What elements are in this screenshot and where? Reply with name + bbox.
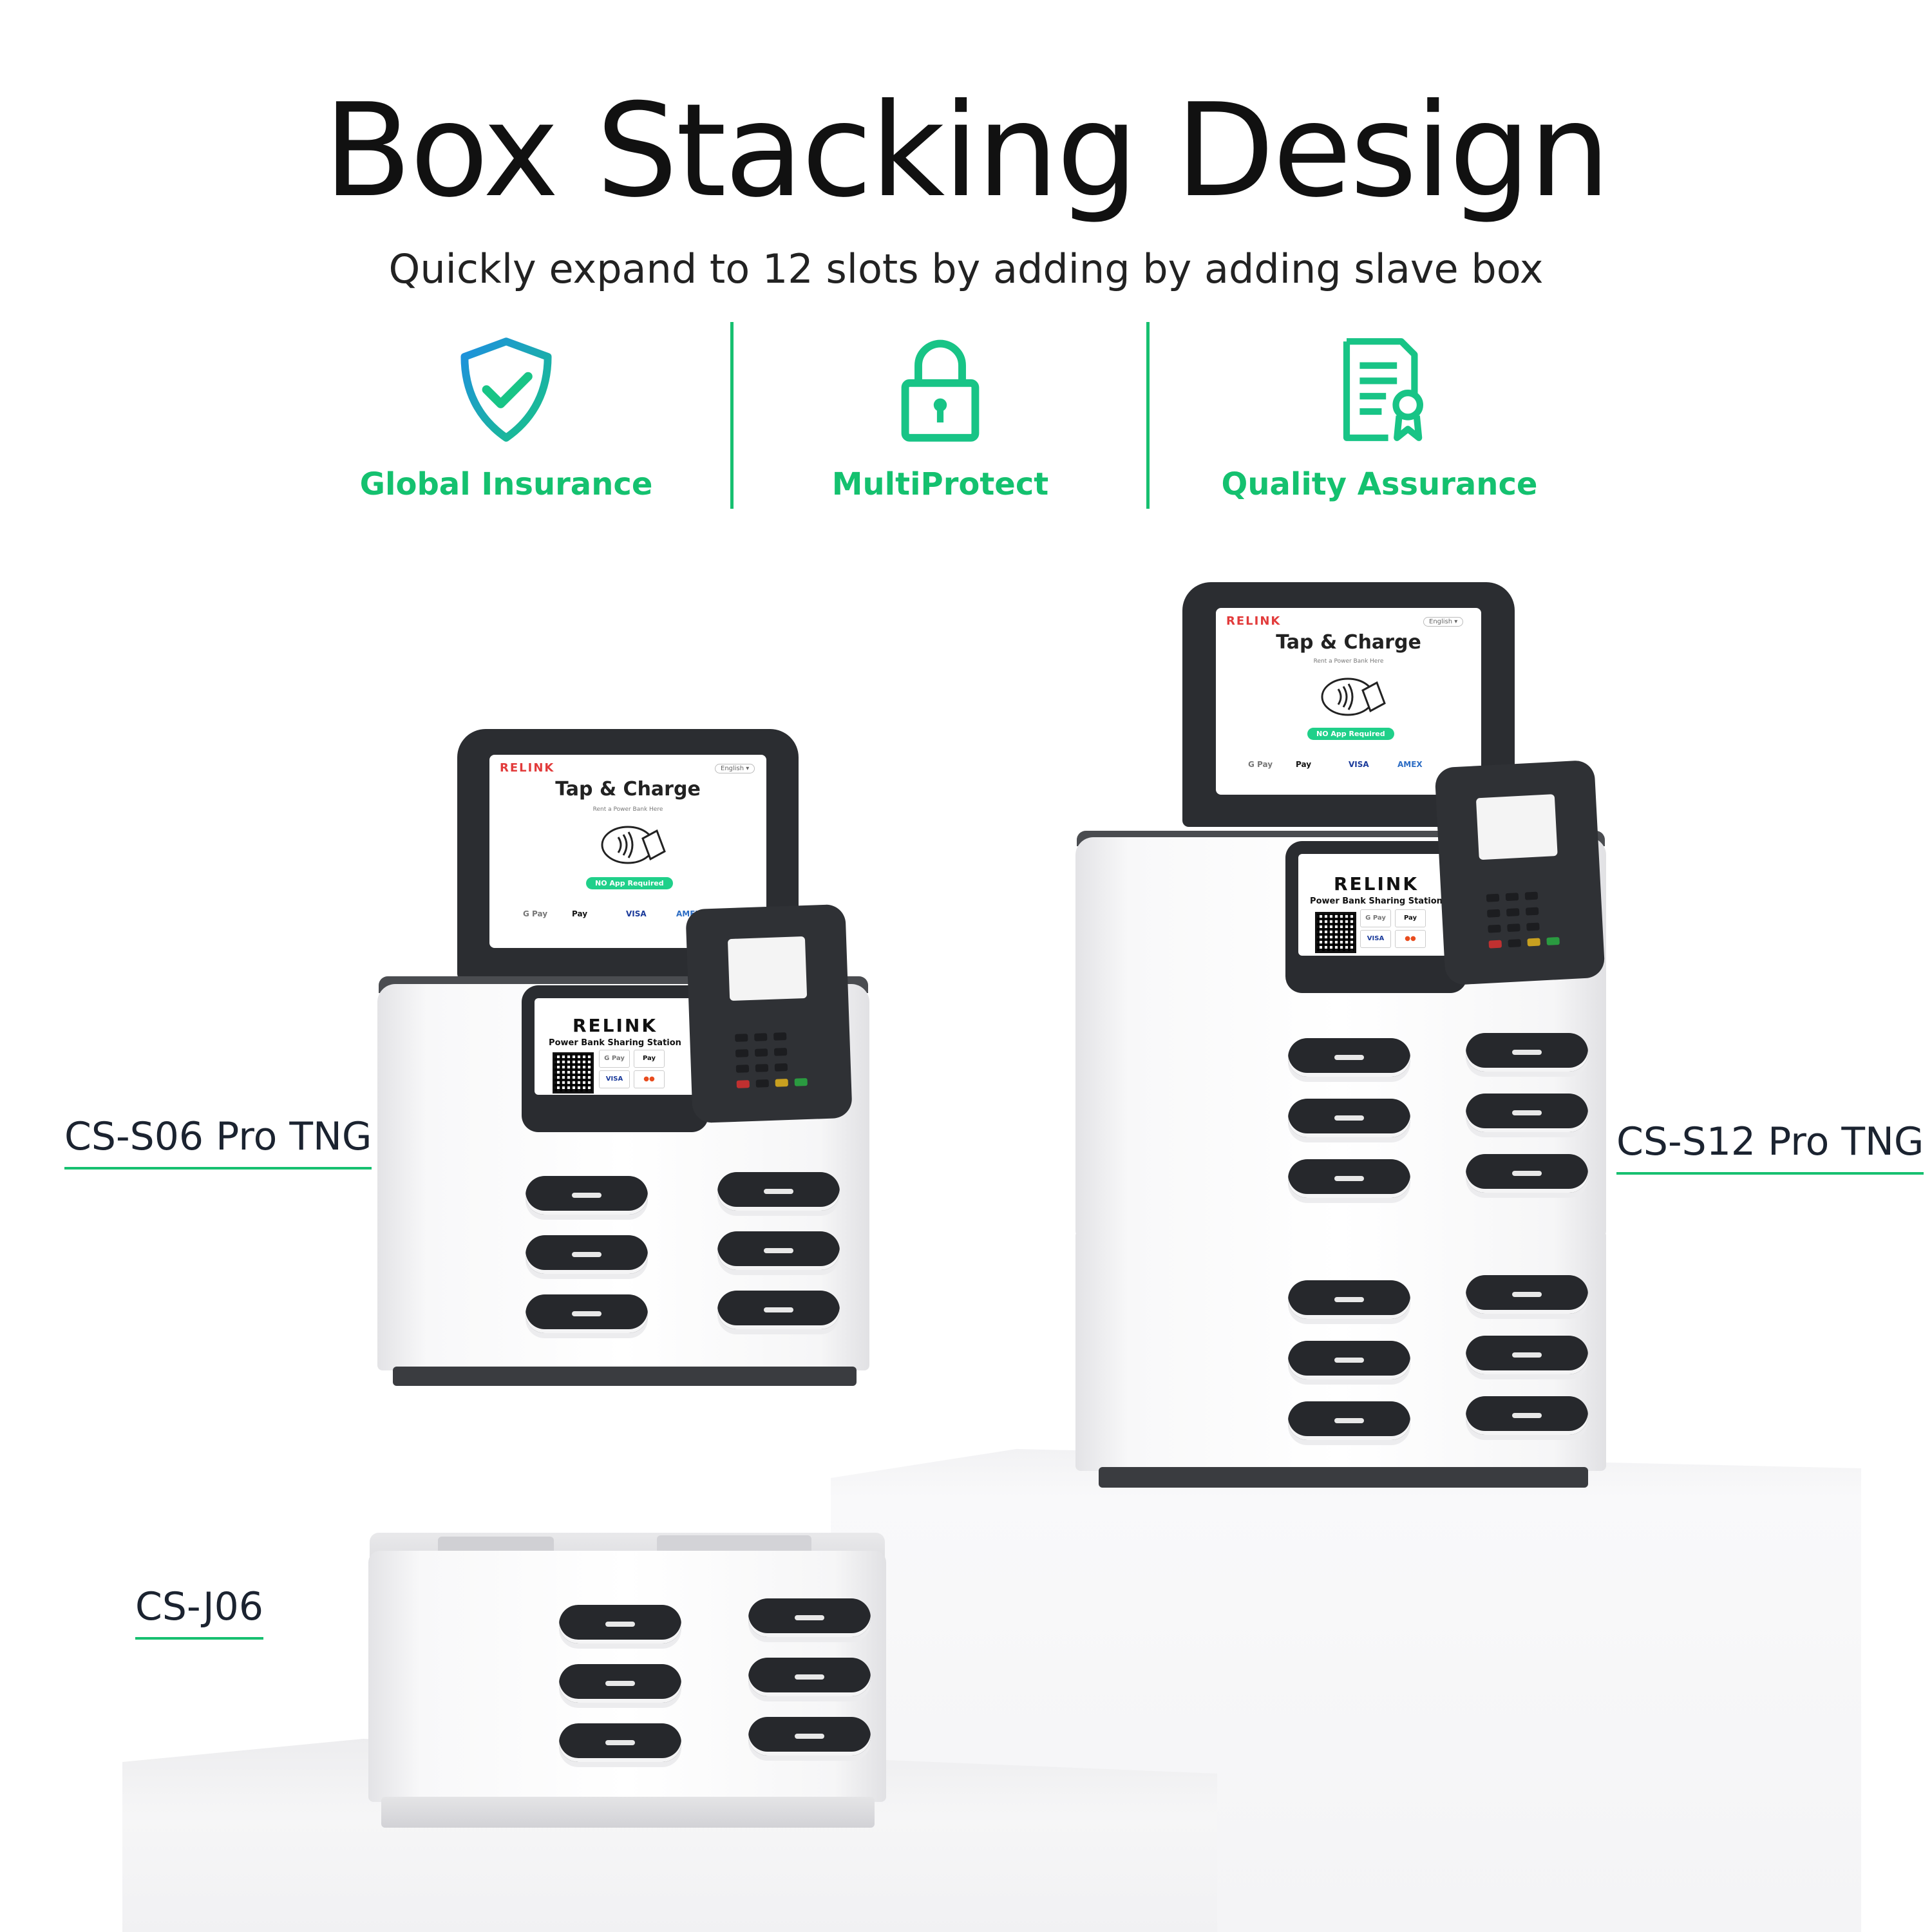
page-title: Box Stacking Design bbox=[323, 76, 1610, 226]
gpay-logo: G Pay bbox=[1248, 760, 1273, 769]
applepay-logo: Pay bbox=[1296, 760, 1312, 769]
model-label-cs-s12: CS-S12 Pro TNG bbox=[1616, 1118, 1924, 1175]
feature-label: MultiProtect bbox=[831, 466, 1049, 502]
power-bank-slot[interactable] bbox=[748, 1658, 871, 1696]
gpay-chip: G Pay bbox=[1360, 909, 1391, 927]
feature-multiprotect: MultiProtect bbox=[760, 335, 1121, 528]
card-terminal[interactable] bbox=[685, 904, 853, 1124]
mastercard-chip: ●● bbox=[1395, 930, 1426, 948]
power-bank-slot[interactable] bbox=[717, 1231, 840, 1270]
front-subtitle: Power Bank Sharing Station bbox=[1310, 896, 1443, 906]
terminal-screen bbox=[727, 936, 808, 1001]
screen-subtitle: Rent a Power Bank Here bbox=[1313, 658, 1384, 665]
box-base bbox=[1099, 1467, 1588, 1488]
no-app-badge: NO App Required bbox=[586, 877, 673, 889]
visa-chip: VISA bbox=[1360, 930, 1391, 948]
screen-brand: RELINK bbox=[500, 761, 555, 775]
language-select[interactable]: English ▾ bbox=[1423, 617, 1464, 627]
power-bank-slot[interactable] bbox=[1466, 1396, 1588, 1435]
divider bbox=[1146, 322, 1150, 509]
model-label-cs-s06: CS-S06 Pro TNG bbox=[64, 1113, 372, 1170]
certificate-icon bbox=[1343, 338, 1423, 441]
feature-quality-assurance: Quality Assurance bbox=[1199, 335, 1560, 528]
tap-card-icon bbox=[1321, 677, 1386, 716]
front-brand: RELINK bbox=[1333, 873, 1419, 895]
gpay-chip: G Pay bbox=[599, 1050, 630, 1068]
screen-title: Tap & Charge bbox=[555, 778, 701, 800]
power-bank-slot[interactable] bbox=[1466, 1275, 1588, 1314]
screen-brand: RELINK bbox=[1226, 614, 1282, 628]
amex-logo: AMEX bbox=[1397, 760, 1423, 769]
power-bank-slot[interactable] bbox=[526, 1235, 648, 1274]
front-brand: RELINK bbox=[572, 1015, 658, 1036]
power-bank-slot[interactable] bbox=[1466, 1033, 1588, 1072]
kiosk-screen[interactable]: RELINK English ▾ Tap & Charge Rent a Pow… bbox=[1216, 608, 1481, 795]
power-bank-slot[interactable] bbox=[717, 1291, 840, 1329]
visa-logo: VISA bbox=[626, 909, 647, 918]
box-base bbox=[393, 1367, 857, 1386]
power-bank-slot[interactable] bbox=[1288, 1099, 1410, 1137]
padlock-icon bbox=[901, 339, 980, 442]
front-display: RELINK Power Bank Sharing Station G Pay … bbox=[535, 998, 696, 1095]
power-bank-slot[interactable] bbox=[1288, 1341, 1410, 1379]
feature-label: Global Insurance bbox=[359, 466, 653, 502]
screen-title: Tap & Charge bbox=[1276, 631, 1421, 654]
visa-chip: VISA bbox=[599, 1070, 630, 1088]
page-subtitle: Quickly expand to 12 slots by adding by … bbox=[388, 245, 1544, 292]
qr-code[interactable] bbox=[553, 1052, 594, 1094]
gpay-logo: G Pay bbox=[523, 909, 548, 918]
qr-code[interactable] bbox=[1315, 912, 1356, 953]
language-select[interactable]: English ▾ bbox=[715, 764, 755, 773]
power-bank-slot[interactable] bbox=[717, 1172, 840, 1211]
power-bank-slot[interactable] bbox=[1466, 1094, 1588, 1132]
applepay-chip: Pay bbox=[1395, 909, 1426, 927]
mastercard-chip: ●● bbox=[634, 1070, 665, 1088]
applepay-logo: Pay bbox=[572, 909, 588, 918]
applepay-chip: Pay bbox=[634, 1050, 665, 1068]
power-bank-slot[interactable] bbox=[1288, 1401, 1410, 1440]
power-bank-slot[interactable] bbox=[1466, 1336, 1588, 1374]
model-label-cs-j06: CS-J06 bbox=[135, 1583, 264, 1640]
front-subtitle: Power Bank Sharing Station bbox=[549, 1038, 681, 1048]
power-bank-slot[interactable] bbox=[559, 1723, 681, 1762]
power-bank-slot[interactable] bbox=[1466, 1154, 1588, 1193]
screen-subtitle: Rent a Power Bank Here bbox=[592, 806, 663, 813]
power-bank-slot[interactable] bbox=[526, 1294, 648, 1333]
power-bank-slot[interactable] bbox=[1288, 1159, 1410, 1198]
tap-card-icon bbox=[601, 826, 666, 864]
feature-global-insurance: Global Insurance bbox=[326, 335, 687, 528]
card-terminal[interactable] bbox=[1434, 759, 1605, 986]
terminal-screen bbox=[1475, 794, 1558, 860]
front-display: RELINK Power Bank Sharing Station G Pay … bbox=[1298, 854, 1454, 956]
power-bank-slot[interactable] bbox=[526, 1176, 648, 1215]
slave-base bbox=[381, 1797, 875, 1828]
power-bank-slot[interactable] bbox=[1288, 1280, 1410, 1319]
power-bank-slot[interactable] bbox=[748, 1717, 871, 1756]
no-app-badge: NO App Required bbox=[1307, 728, 1394, 740]
feature-label: Quality Assurance bbox=[1221, 466, 1538, 502]
power-bank-slot[interactable] bbox=[559, 1664, 681, 1703]
power-bank-slot[interactable] bbox=[748, 1598, 871, 1637]
visa-logo: VISA bbox=[1349, 760, 1369, 769]
power-bank-slot[interactable] bbox=[1288, 1038, 1410, 1077]
shield-check-icon bbox=[460, 337, 552, 442]
divider bbox=[730, 322, 734, 509]
power-bank-slot[interactable] bbox=[559, 1605, 681, 1643]
